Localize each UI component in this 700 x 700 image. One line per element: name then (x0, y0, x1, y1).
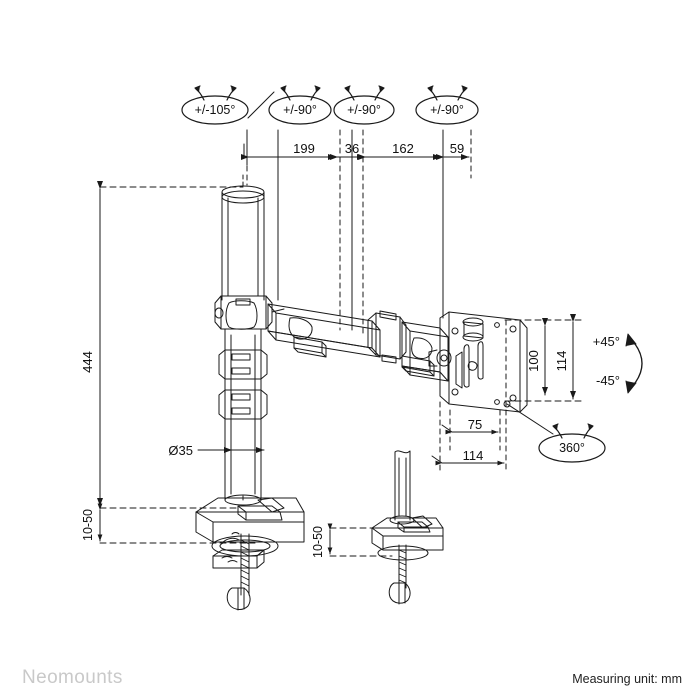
rotation-callout-joint-1 (268, 85, 332, 125)
rotation-label-joint-1: +/-90° (283, 103, 317, 117)
monitor-arm-segment-1 (267, 303, 381, 358)
rotation-label-column: +/-105° (195, 103, 236, 117)
dimension-label-vesa-100: 100 (526, 350, 541, 372)
rotation-callout-joint-3 (415, 85, 479, 125)
arm-top-joint (214, 295, 285, 330)
dimension-label-clamp-right: 10-50 (311, 526, 325, 558)
swivel-callout (506, 403, 606, 463)
vesa-plate (428, 311, 528, 413)
rotation-callout-column (181, 85, 275, 125)
swivel-label: 360° (559, 441, 585, 455)
tilt-callout (625, 333, 643, 394)
desk-clamp-base-secondary (371, 450, 444, 605)
vertical-dimension-group-secondary (327, 523, 393, 557)
arm-middle-joint (367, 310, 407, 364)
horizontal-dimension-chain (241, 129, 472, 336)
desk-clamp-base-main (195, 494, 305, 611)
rotation-callout-group (181, 85, 479, 125)
dimension-label-vesa-114: 114 (554, 351, 569, 372)
measuring-unit-note: Measuring unit: mm (572, 672, 682, 686)
pole-cable-clip-lower (218, 389, 268, 420)
dimension-label-36: 36 (345, 141, 359, 156)
main-pole (221, 174, 265, 301)
dimension-label-199: 199 (293, 141, 315, 156)
monitor-arm-segment-2 (401, 321, 449, 382)
rotation-label-joint-2: +/-90° (347, 103, 381, 117)
dimension-label-depth-114: 114 (463, 448, 484, 463)
dimension-label-clamp-left: 10-50 (81, 509, 95, 541)
tilt-label-down: -45° (596, 373, 620, 388)
vertical-dimension-group-left (97, 181, 256, 544)
tilt-label-up: +45° (593, 334, 620, 349)
brand-logo: Neomounts (22, 667, 123, 688)
pole-cable-clip-upper (218, 349, 268, 380)
dimension-label-pole-diameter: Ø35 (168, 443, 193, 458)
rotation-label-joint-3: +/-90° (430, 103, 464, 117)
dimension-label-162: 162 (392, 141, 414, 156)
dimension-label-59: 59 (450, 141, 464, 156)
dimension-label-depth-75: 75 (468, 417, 482, 432)
vesa-dimension-group (431, 314, 586, 473)
dimension-label-444: 444 (80, 351, 95, 373)
rotation-callout-joint-2 (333, 85, 395, 125)
